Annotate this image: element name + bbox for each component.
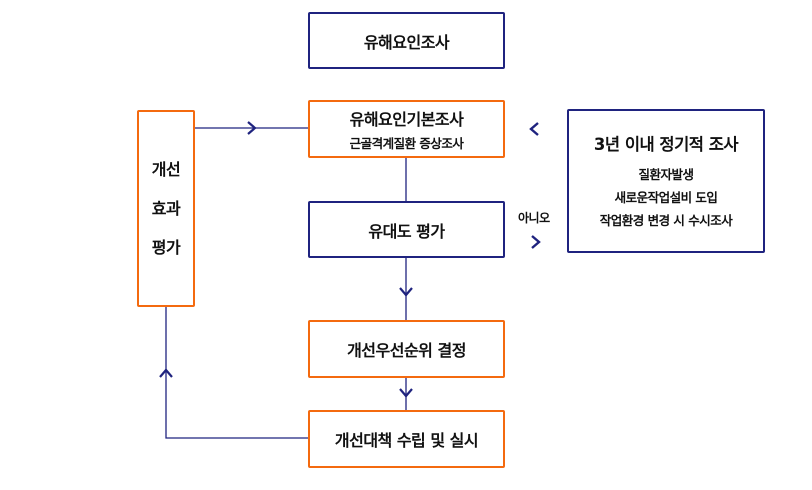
effect-review-box: 개선 효과 평가	[137, 110, 195, 307]
step-priority: 개선우선순위 결정	[308, 320, 505, 378]
periodic-title: 3년 이내 정기적 조사	[593, 134, 739, 154]
periodic-line: 질환자발생	[638, 166, 694, 182]
step-title: 개선대책 수립 및 실시	[334, 431, 479, 450]
arrow-right-icon	[247, 121, 257, 135]
arrow-left-icon	[529, 122, 539, 136]
step-title: 유대도 평가	[368, 221, 445, 241]
step-evaluation: 유대도 평가	[308, 201, 505, 258]
step-action: 개선대책 수립 및 실시	[308, 410, 505, 468]
step-title: 개선우선순위 결정	[347, 341, 466, 360]
effect-review-line: 평가	[151, 238, 181, 257]
effect-review-line: 개선	[151, 160, 181, 179]
periodic-survey-box: 3년 이내 정기적 조사 질환자발생 새로운작업설비 도입 작업환경 변경 시 …	[567, 109, 765, 253]
step-hazard-survey: 유해요인조사	[308, 12, 505, 69]
periodic-line: 새로운작업설비 도입	[614, 189, 718, 205]
connector-action-to-effect	[165, 306, 308, 439]
arrow-right-icon	[531, 235, 541, 249]
periodic-line: 작업환경 변경 시 수시조사	[599, 212, 733, 228]
step-subtitle: 근골격계질환 증상조사	[349, 136, 464, 151]
branch-label-no: 아니오	[518, 211, 550, 225]
arrow-down-icon	[399, 287, 413, 297]
effect-review-line: 효과	[151, 199, 181, 218]
step-title: 유해요인조사	[363, 32, 450, 52]
step-title: 유해요인기본조사	[349, 110, 464, 129]
arrow-up-icon	[159, 368, 173, 378]
step-basic-survey: 유해요인기본조사 근골격계질환 증상조사	[308, 100, 505, 158]
arrow-down-icon	[399, 388, 413, 398]
